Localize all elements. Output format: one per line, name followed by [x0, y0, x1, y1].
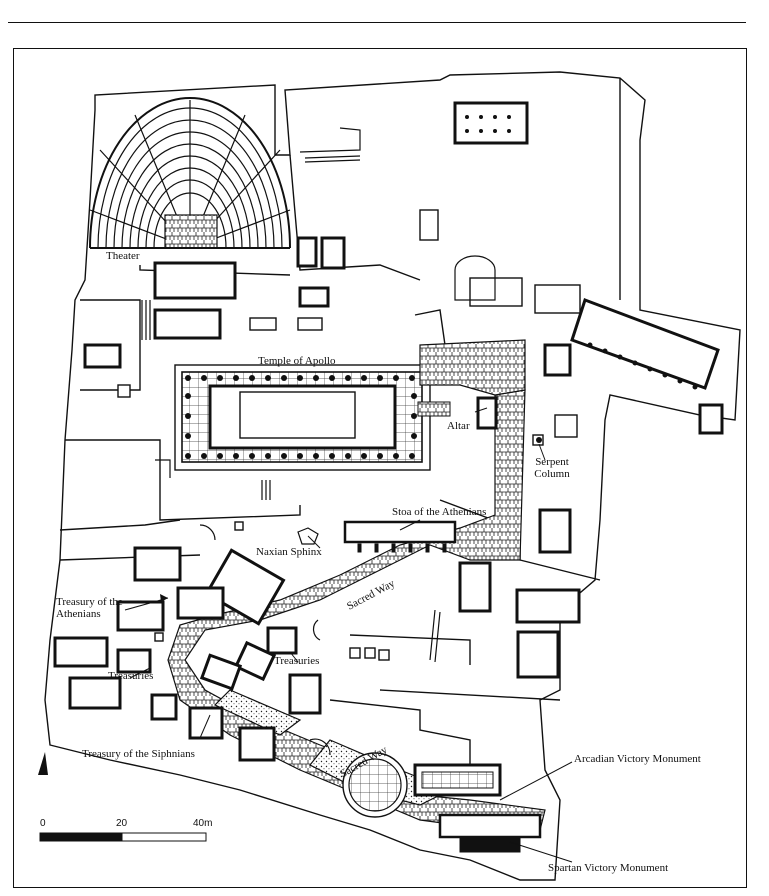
label-treasury-of-the-athenians: Treasury of the Athenians [56, 596, 134, 620]
serpent-column-base [536, 437, 542, 443]
theater-plan [90, 98, 290, 248]
upper-right-stoa [572, 300, 718, 389]
label-treasury-of-the-siphnians: Treasury of the Siphnians [82, 748, 195, 760]
label-naxian-sphinx: Naxian Sphinx [256, 546, 322, 558]
north-arrow-icon [38, 752, 48, 775]
label-serpent-column: Serpent Column [530, 456, 574, 480]
temple-of-apollo-plan [175, 365, 450, 470]
arcadian-monument-plan [415, 765, 500, 795]
scale-tick-40m: 40m [193, 818, 212, 829]
label-spartan-victory-monument: Spartan Victory Monument [548, 862, 668, 874]
scale-tick-0: 0 [40, 818, 46, 829]
scale-bar [40, 833, 206, 841]
label-treasuries-left: Treasuries [108, 670, 153, 682]
label-temple-of-apollo: Temple of Apollo [258, 355, 335, 367]
label-treasuries-center: Treasuries [274, 655, 319, 667]
polygonal-wall [420, 340, 525, 395]
scale-tick-20: 20 [116, 818, 127, 829]
label-altar: Altar [447, 420, 470, 432]
label-theater: Theater [106, 250, 140, 262]
label-stoa-of-the-athenians: Stoa of the Athenians [392, 506, 486, 518]
label-arcadian-victory-monument: Arcadian Victory Monument [574, 753, 701, 765]
